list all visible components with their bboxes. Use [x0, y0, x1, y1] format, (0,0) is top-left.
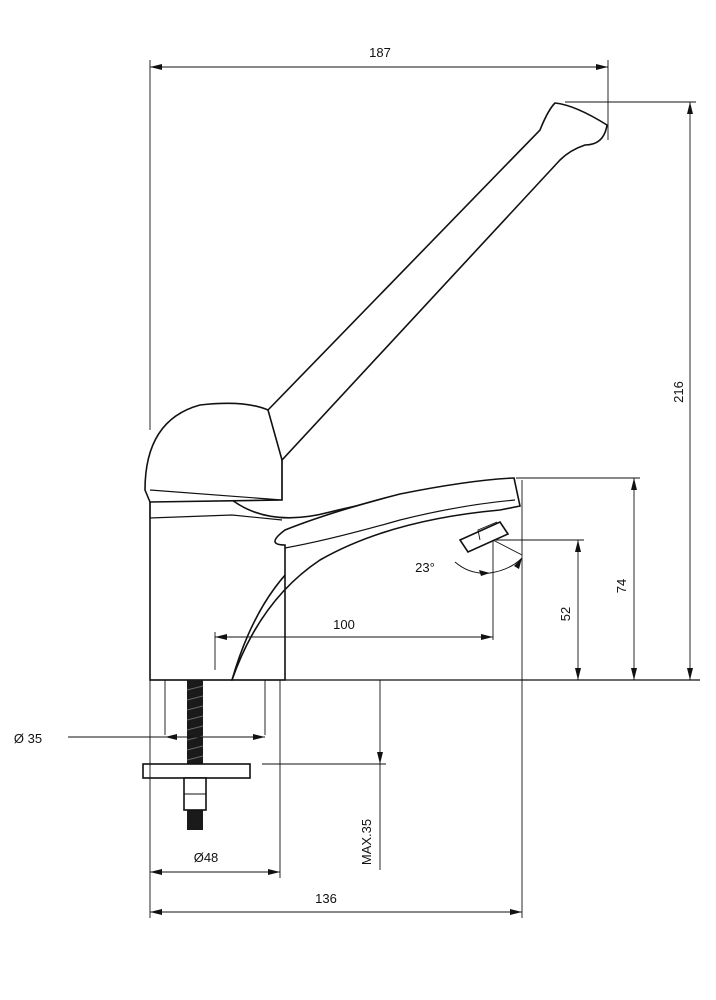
dim-hole-diameter: Ø 35 [14, 731, 42, 746]
mounting-plate [142, 763, 251, 779]
aerator [458, 520, 510, 554]
faucet-spout [230, 477, 521, 681]
dim-overall-width: 187 [369, 45, 391, 60]
dim-base-diameter: Ø48 [194, 850, 219, 865]
dimension-labels: 187 216 74 52 100 23° 136 Ø 35 Ø48 MAX.3… [14, 45, 686, 906]
dimension-lines [68, 60, 700, 918]
dim-spout-reach: 100 [333, 617, 355, 632]
dim-aerator-height: 52 [558, 607, 573, 621]
dim-swivel-angle: 23° [415, 560, 435, 575]
mounting-hardware [142, 680, 266, 830]
lever-head [144, 402, 283, 503]
dim-max-thickness: MAX.35 [359, 819, 374, 865]
dim-spout-top-height: 74 [614, 579, 629, 593]
faucet-body [144, 102, 608, 681]
dim-base-to-outlet: 136 [315, 891, 337, 906]
dim-overall-height: 216 [671, 381, 686, 403]
lever-handle [267, 102, 608, 462]
